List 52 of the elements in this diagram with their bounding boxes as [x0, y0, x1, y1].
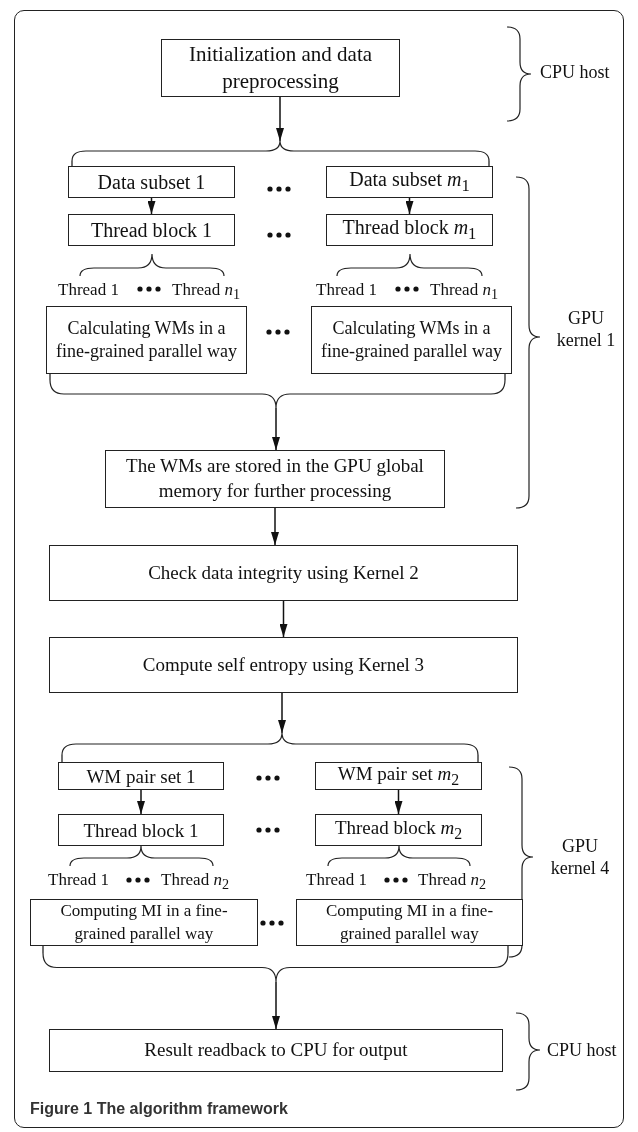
process-box: Thread block m$_{1}$: [326, 214, 493, 246]
process-box: Data subset 1: [68, 166, 235, 198]
process-box: Thread block 1: [58, 814, 224, 846]
thread-label: Thread n$_{2}$: [418, 870, 486, 894]
process-box: Initialization and data preprocessing: [161, 39, 400, 97]
bracket-label: GPU kernel 4: [549, 836, 611, 880]
process-box: Calculating WMs in a fine-grained parallel way: [311, 306, 512, 374]
process-box: Thread block m$_{2}$: [315, 814, 482, 846]
thread-label: Thread 1: [58, 280, 119, 301]
arrow: [272, 981, 280, 1030]
connector-line: [507, 945, 509, 954]
arrow: [137, 789, 145, 815]
thread-label: Thread 1: [48, 870, 109, 891]
process-box: WM pair set 1: [58, 762, 224, 790]
thread-label: Thread n$_{1}$: [430, 280, 498, 304]
process-box: Result readback to CPU for output: [49, 1029, 503, 1072]
arrow: [147, 197, 156, 215]
curly-brace: [72, 141, 489, 161]
connector-line: [71, 160, 73, 167]
arrow: [279, 600, 288, 638]
process-box: Computing MI in a fine-grained parallel way: [30, 899, 258, 946]
arrow: [405, 197, 414, 215]
connector-line: [488, 160, 490, 167]
process-box: Data subset m$_{1}$: [326, 166, 493, 198]
thread-label: CPU host: [547, 1040, 617, 1062]
process-box: Compute self entropy using Kernel 3: [49, 637, 518, 693]
arrow: [278, 692, 286, 734]
thread-label: Thread n$_{2}$: [161, 870, 229, 894]
connector-line: [504, 373, 506, 381]
thread-label: Thread 1: [316, 280, 377, 301]
curly-brace: [50, 380, 505, 408]
thread-label: CPU host: [540, 62, 610, 84]
bracket-label: GPU kernel 1: [555, 308, 617, 352]
connector-line: [42, 945, 44, 954]
process-box: Thread block 1: [68, 214, 235, 246]
arrow: [394, 789, 403, 815]
arrow: [271, 507, 279, 546]
process-box: Check data integrity using Kernel 2: [49, 545, 518, 601]
figure-caption: Figure 1 The algorithm framework: [30, 1100, 288, 1118]
arrow: [272, 407, 280, 451]
connector-line: [477, 754, 479, 763]
curly-brace: [43, 953, 508, 982]
curly-brace: [62, 733, 478, 755]
thread-label: Thread n$_{1}$: [172, 280, 240, 304]
arrow: [276, 96, 284, 142]
process-box: Computing MI in a fine-grained parallel way: [296, 899, 523, 946]
connector-line: [61, 754, 63, 763]
connector-line: [49, 373, 51, 381]
thread-label: Thread 1: [306, 870, 367, 891]
process-box: WM pair set m$_{2}$: [315, 762, 482, 790]
process-box: Calculating WMs in a fine-grained parallel way: [46, 306, 247, 374]
process-box: The WMs are stored in the GPU global memory for further processing: [105, 450, 445, 508]
